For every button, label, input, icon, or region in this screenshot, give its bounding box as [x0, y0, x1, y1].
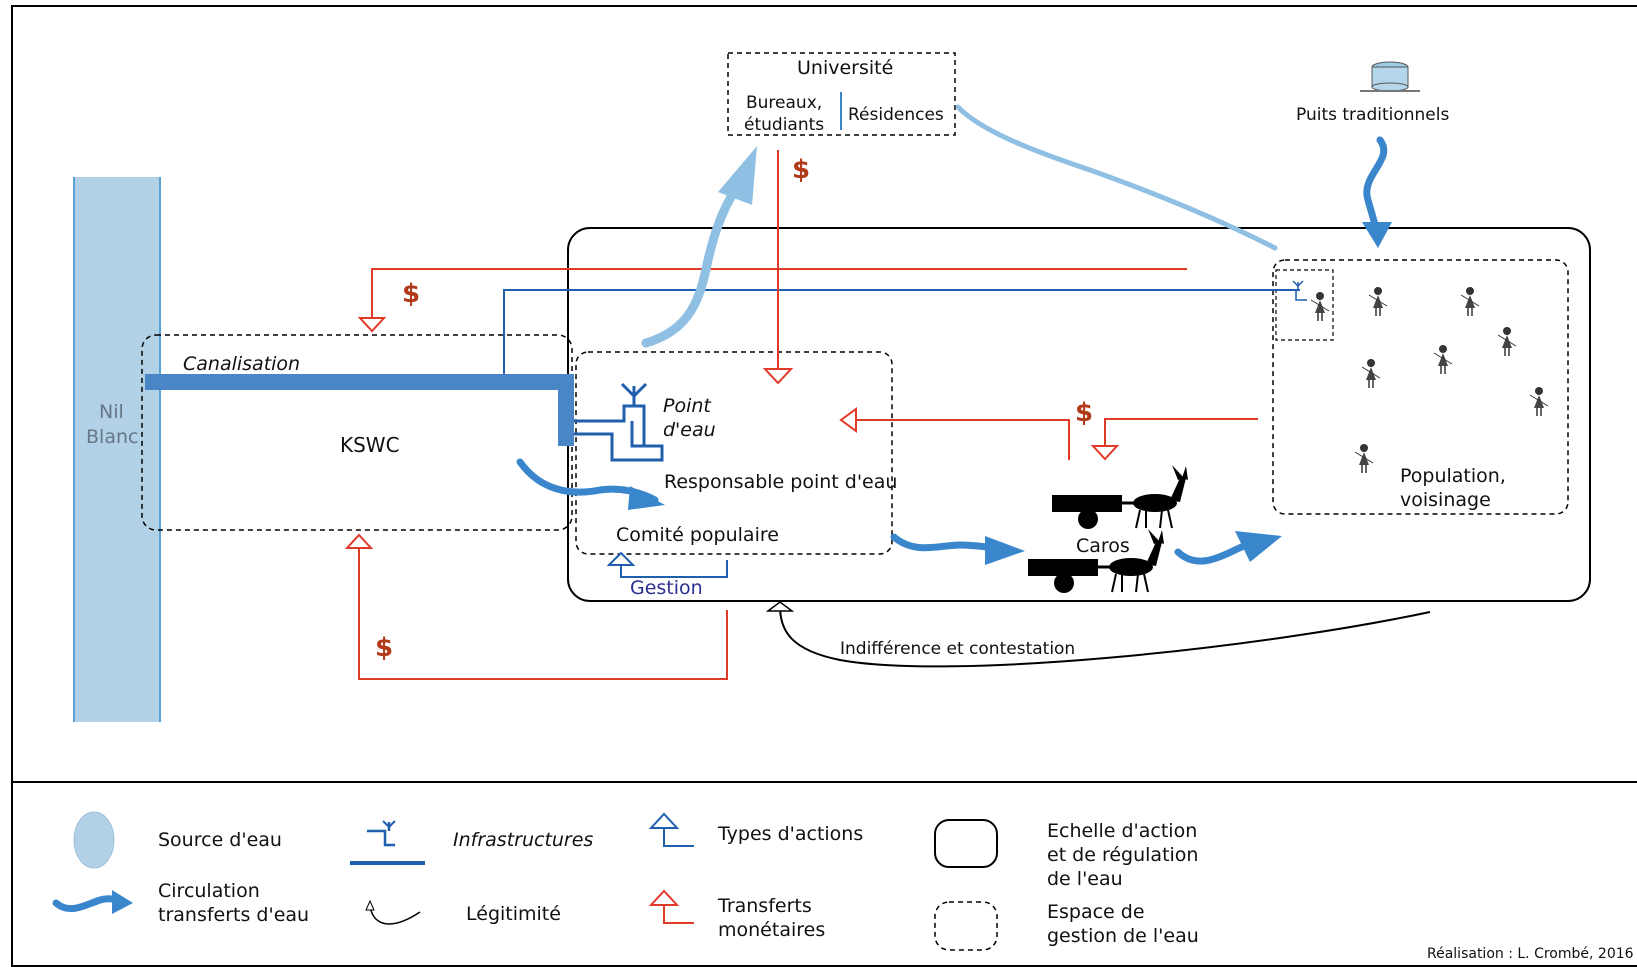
canalisation-label: Canalisation: [183, 353, 300, 375]
main-pipe: [145, 374, 574, 446]
legend-money-icon: [648, 889, 694, 924]
nil-label-line2: Blanc: [86, 426, 138, 448]
legend-espace-icon: [934, 901, 998, 951]
legend-legitimite-arrowhead: [365, 899, 375, 911]
money-transfer-caros: [839, 407, 1070, 460]
population-tap-box: [1275, 269, 1334, 341]
comite-label: Comité populaire: [616, 524, 779, 546]
legend-source: Source d'eau: [158, 829, 282, 851]
legend-legitimite: Légitimité: [466, 903, 561, 925]
person-icon: [1354, 444, 1374, 473]
legitimite-curve: [779, 605, 1431, 668]
water-arrow-comite-universite: [641, 185, 740, 348]
bureaux-line2: étudiants: [744, 115, 824, 135]
population-people: [1310, 287, 1549, 473]
gestion-label: Gestion: [630, 577, 703, 599]
comite-box: [575, 351, 893, 555]
money-transfer-bottom: [344, 533, 728, 680]
person-icon: [1529, 387, 1549, 416]
legend: Source d'eau Circulation transferts d'ea…: [52, 811, 1634, 962]
water-arrowhead-comite: [985, 536, 1025, 565]
legend-transferts-line2: monétaires: [718, 919, 825, 941]
legend-water-arrowhead: [112, 890, 133, 914]
outer-frame: [11, 5, 1637, 967]
legend-types-actions: Types d'actions: [717, 823, 863, 845]
legend-transferts-line1: Transferts: [717, 895, 812, 917]
legend-infrastructure-icon: [350, 820, 425, 865]
dollar-top-left: $: [402, 279, 420, 309]
population-box: [1272, 259, 1569, 515]
legend-circulation-line1: Circulation: [158, 880, 260, 902]
legend-infrastructures: Infrastructures: [453, 829, 593, 851]
tap-icon: [574, 382, 664, 462]
water-arrow-residences-population: [955, 104, 1278, 251]
dollar-caros: $: [1075, 398, 1093, 428]
kswc-label: KSWC: [340, 433, 400, 457]
universite-box: [727, 52, 956, 136]
action-line-to-population: [503, 289, 1300, 374]
legend-source-icon: [73, 811, 115, 869]
well-icon: [1360, 61, 1420, 92]
legend-circulation-line2: transferts d'eau: [158, 904, 309, 926]
legend-echelle-line2: et de régulation: [1047, 844, 1198, 866]
indifference-label: Indifférence et contestation: [840, 639, 1075, 659]
population-label-line1: Population,: [1400, 465, 1506, 487]
small-tap-icon: [1290, 280, 1307, 301]
person-icon: [1497, 327, 1517, 356]
dollar-bottom: $: [375, 633, 393, 663]
donkey-cart-icon: [1028, 529, 1164, 593]
gestion-arrow: [606, 551, 728, 578]
person-icon: [1368, 287, 1388, 316]
person-icon: [1310, 292, 1330, 321]
person-icon: [1460, 287, 1480, 316]
river-nil-blanc: Nil Blanc: [73, 177, 161, 722]
responsable-label: Responsable point d'eau: [664, 471, 897, 493]
nil-label-line1: Nil: [99, 401, 124, 423]
water-arrowhead-kswc: [628, 486, 665, 510]
legitimite-arrowhead: [765, 601, 795, 612]
population-label-line2: voisinage: [1400, 489, 1491, 511]
universite-label: Université: [797, 57, 893, 79]
credit-label: Réalisation : L. Crombé, 2016: [1427, 946, 1634, 962]
residences-label: Résidences: [848, 105, 944, 125]
point-eau-line1: Point: [663, 395, 712, 417]
legend-echelle-line3: de l'eau: [1047, 868, 1123, 890]
legend-echelle-line1: Echelle d'action: [1047, 820, 1197, 842]
donkey-cart-icon: [1052, 465, 1188, 529]
legend-action-icon: [648, 812, 694, 847]
legend-espace-line1: Espace de: [1047, 901, 1145, 923]
water-arrowhead-caros: [1235, 531, 1282, 562]
water-arrow-puits: [1363, 136, 1388, 236]
water-arrowhead-puits: [1362, 222, 1392, 248]
dollar-university: $: [792, 155, 810, 185]
puits-label: Puits traditionnels: [1296, 105, 1449, 125]
money-transfer-university: [762, 150, 794, 385]
legend-echelle-icon: [934, 819, 998, 868]
person-icon: [1433, 345, 1453, 374]
caros-label: Caros: [1076, 535, 1130, 557]
money-transfer-top: [357, 268, 1187, 333]
legend-legitimite-icon: [369, 904, 421, 925]
point-eau-line2: d'eau: [663, 419, 716, 441]
legend-espace-line2: gestion de l'eau: [1047, 925, 1199, 947]
person-icon: [1361, 359, 1381, 388]
bureaux-line1: Bureaux,: [746, 93, 822, 113]
water-arrowhead-universite: [718, 146, 757, 205]
money-transfer-population: [1090, 418, 1258, 461]
